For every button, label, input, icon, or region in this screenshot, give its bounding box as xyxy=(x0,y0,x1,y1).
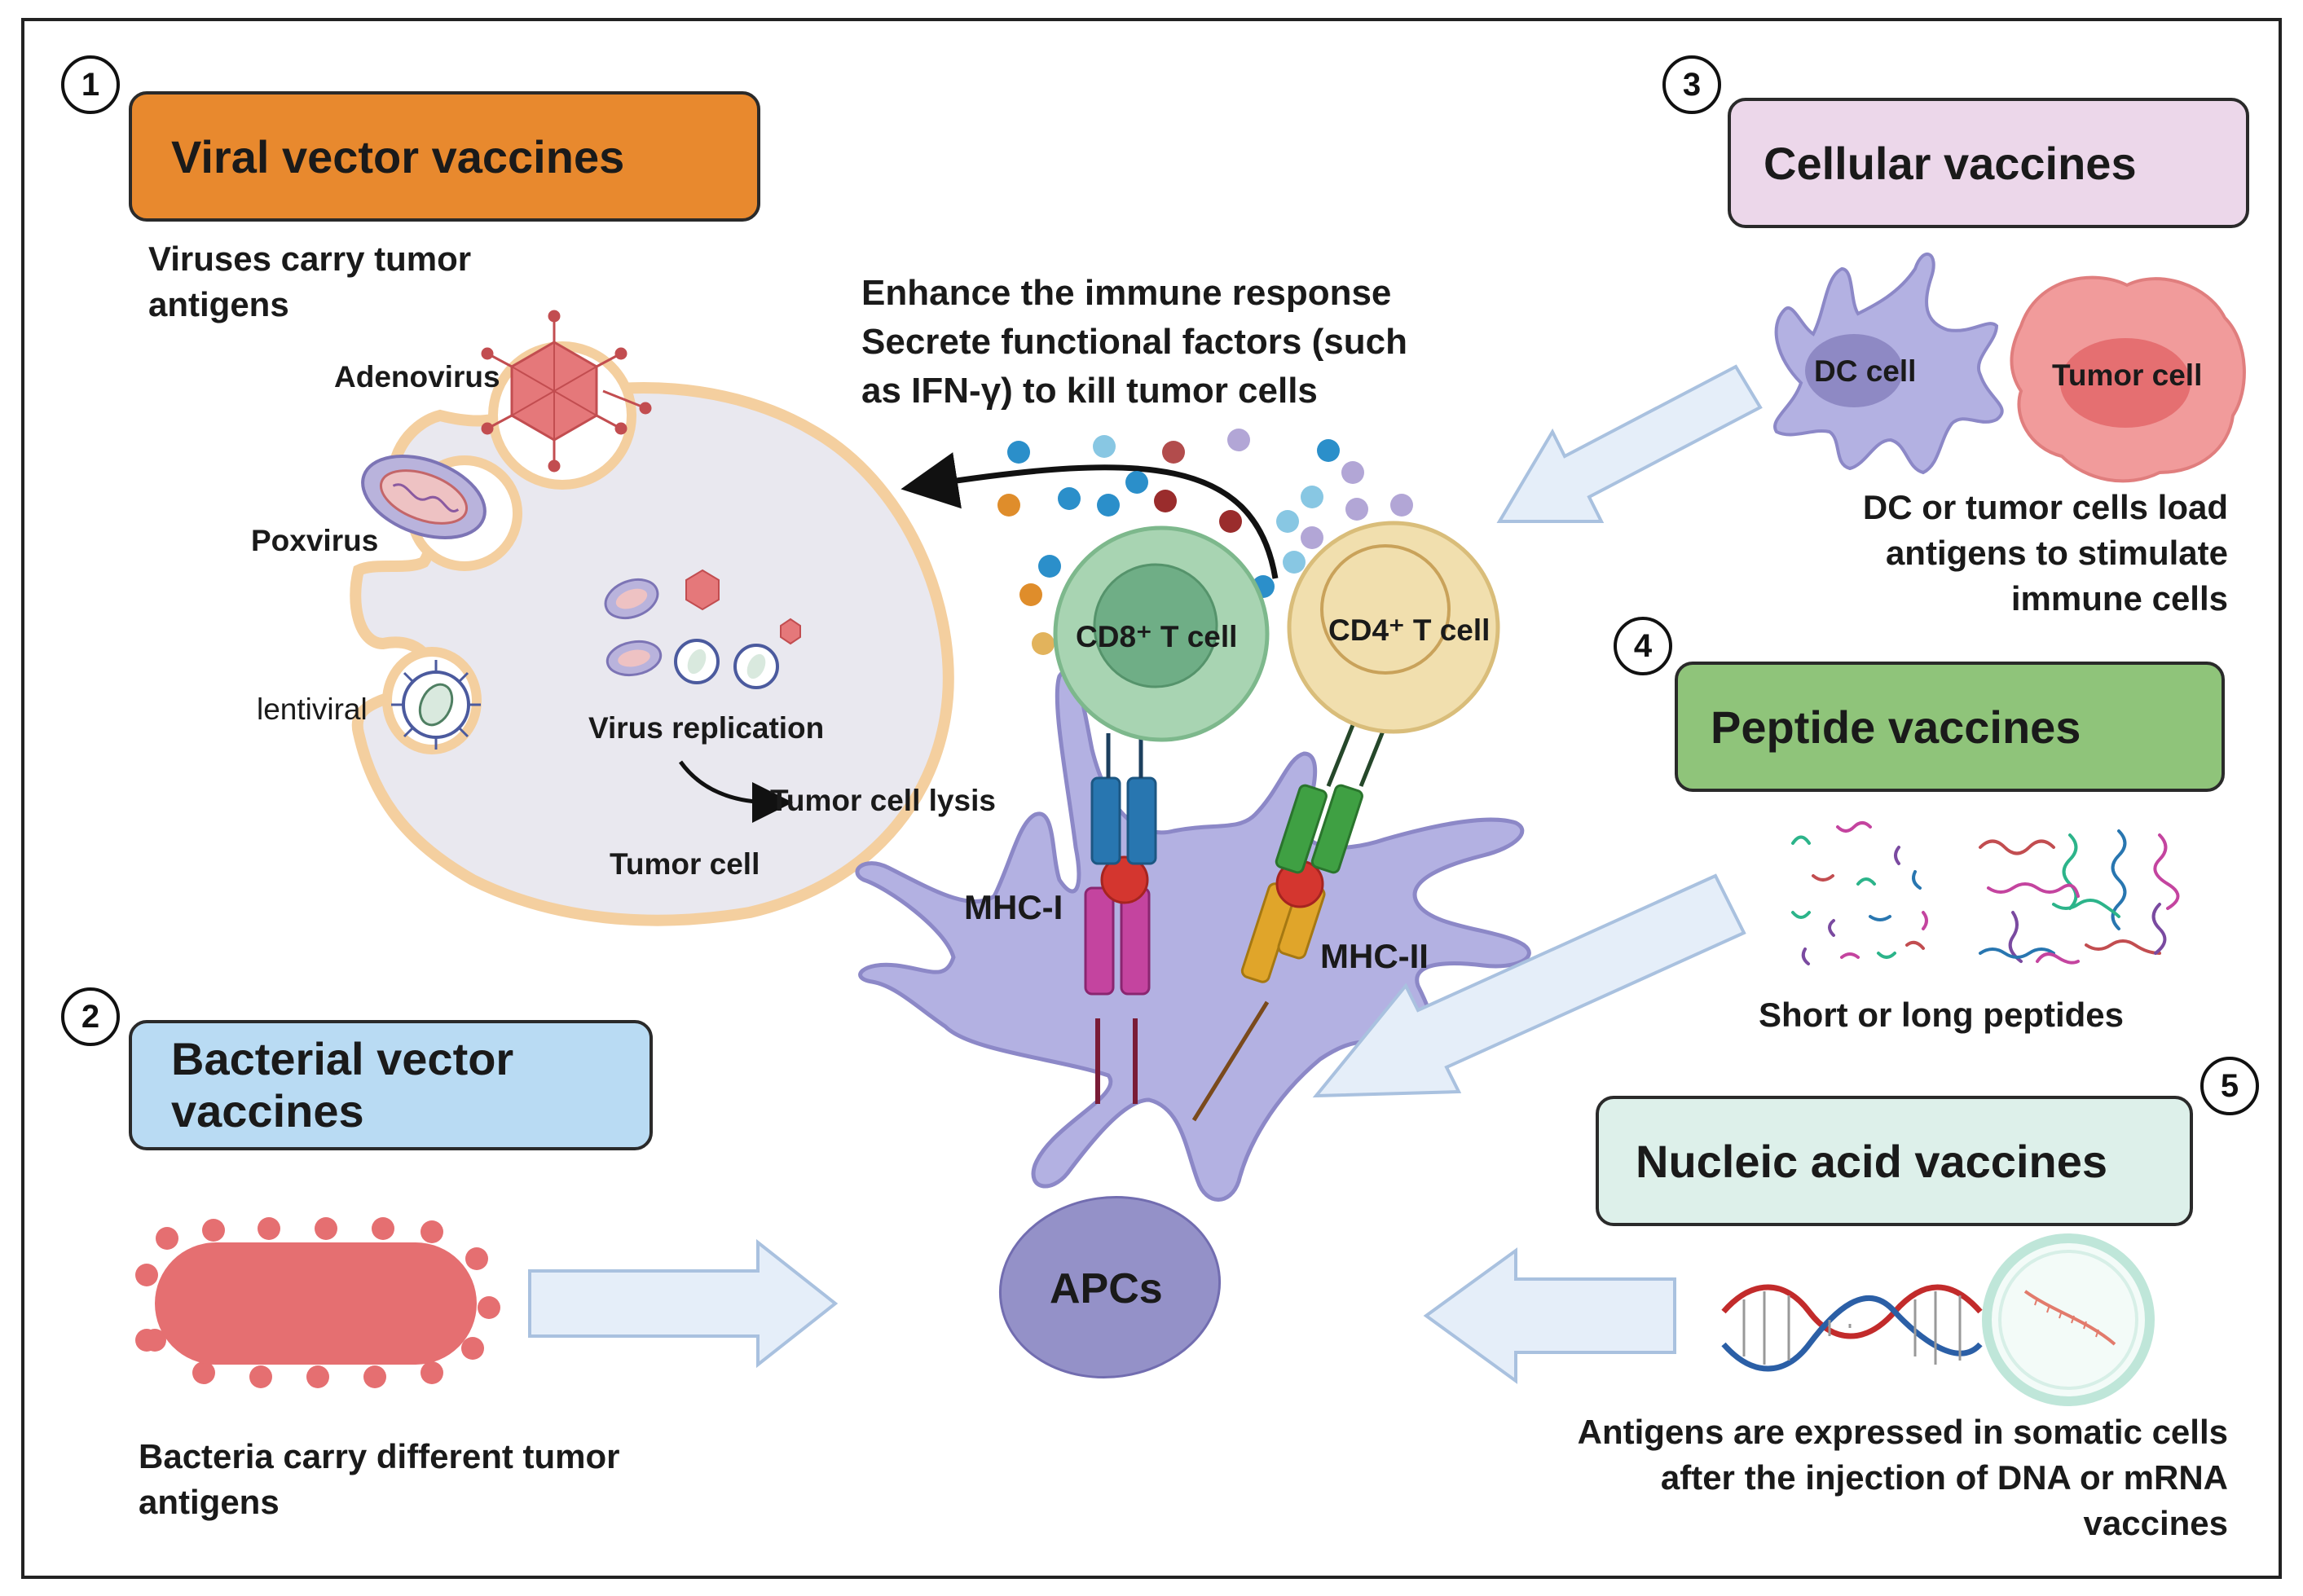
tumor-cell-vaccine-label: Tumor cell xyxy=(2052,358,2203,392)
section-number-4: 4 xyxy=(1614,617,1672,675)
arrow-cellular-to-tcell xyxy=(1496,364,1763,523)
immune-line-1: Enhance the immune response xyxy=(861,273,1392,313)
nucleic-acid-title: Nucleic acid vaccines xyxy=(1596,1096,2193,1226)
cellular-desc-line-2: antigens to stimulate xyxy=(1885,534,2228,572)
tumor-cell-graphic xyxy=(350,341,954,926)
lentiviral-icon xyxy=(391,660,481,750)
peptide-description: Short or long peptides xyxy=(1759,996,2124,1034)
cellular-desc-line-3: immune cells xyxy=(2010,579,2228,618)
viral-vector-title: Viral vector vaccines xyxy=(129,91,760,222)
poxvirus-label: Poxvirus xyxy=(251,524,379,557)
virus-replication-cluster xyxy=(604,569,801,689)
cellular-vaccines-title: Cellular vaccines xyxy=(1728,98,2249,228)
tumor-cell-lysis-label: Tumor cell lysis xyxy=(770,784,996,817)
section-number-2: 2 xyxy=(61,987,120,1046)
peptide-vaccines-title: Peptide vaccines xyxy=(1675,662,2225,792)
dc-cell-label: DC cell xyxy=(1814,354,1917,388)
bacterial-description: Bacteria carry different tumor antigens xyxy=(139,1434,620,1525)
adenovirus-icon xyxy=(481,310,652,473)
viral-desc-line-2: antigens xyxy=(148,285,289,323)
section-number-1: 1 xyxy=(61,55,120,114)
viral-desc-line-1: Viruses carry tumor xyxy=(148,240,472,278)
virus-replication-label: Virus replication xyxy=(588,711,825,745)
long-peptides-graphic xyxy=(1979,829,2180,965)
dc-cell-graphic xyxy=(1773,252,2004,475)
outer-frame xyxy=(21,18,2282,1579)
transfer-arrows xyxy=(528,364,1763,1384)
immune-response-arrow xyxy=(901,452,1279,579)
bacterial-title-line-2: vaccines xyxy=(171,1085,364,1137)
lentiviral-label: lentiviral xyxy=(257,692,368,726)
bacterial-desc-line-2: antigens xyxy=(139,1483,280,1521)
cd4-t-cell xyxy=(1287,521,1500,734)
cellular-desc-line-1: DC or tumor cells load xyxy=(1862,488,2228,526)
mhc-ii-receptor xyxy=(1191,860,1326,1122)
lysis-arrow xyxy=(678,760,793,823)
nucleic-desc-line-1: Antigens are expressed in somatic cells xyxy=(1577,1413,2228,1451)
section-number-3: 3 xyxy=(1662,55,1721,114)
tumor-cell-label: Tumor cell xyxy=(610,847,760,881)
nucleic-description: Antigens are expressed in somatic cells … xyxy=(1578,1409,2228,1546)
section-number-5: 5 xyxy=(2200,1057,2259,1115)
poxvirus-icon xyxy=(361,455,487,539)
bacterial-title-line-1: Bacterial vector xyxy=(171,1033,514,1084)
arrow-bacteria-to-apc xyxy=(528,1238,839,1369)
short-peptides-graphic xyxy=(1791,821,1928,965)
arrow-peptide-to-apc xyxy=(1312,873,1746,1098)
viral-description: Viruses carry tumor antigens xyxy=(148,236,471,328)
mrna-lnp-graphic xyxy=(1982,1233,2155,1406)
cd4-tcr xyxy=(1275,724,1388,874)
arrow-nucleic-to-apc xyxy=(1423,1247,1676,1384)
mhc-i-receptor xyxy=(1084,855,1151,1104)
adenovirus-label: Adenovirus xyxy=(334,360,500,394)
cd8-t-cell-label: CD8⁺ T cell xyxy=(1076,620,1238,653)
immune-response-text: Enhance the immune response Secrete func… xyxy=(861,269,1407,415)
cd8-t-cell xyxy=(1053,525,1270,742)
cd4-t-cell-label: CD4⁺ T cell xyxy=(1328,613,1491,647)
tumor-cell-vaccine-graphic xyxy=(2010,275,2246,483)
immune-line-3: as IFN-γ) to kill tumor cells xyxy=(861,371,1318,411)
apc-label: APCs xyxy=(1050,1265,1163,1312)
bacterial-vector-title: Bacterial vector vaccines xyxy=(129,1020,653,1150)
cd8-tcr xyxy=(1090,733,1157,865)
dna-helix-graphic xyxy=(1721,1284,1983,1372)
cellular-description: DC or tumor cells load antigens to stimu… xyxy=(1863,485,2228,622)
bacteria-graphic xyxy=(135,1217,500,1388)
mhc-ii-label: MHC-II xyxy=(1320,937,1429,975)
nucleic-desc-line-2: after the injection of DNA or mRNA xyxy=(1660,1458,2228,1497)
cytokine-dots xyxy=(997,429,1413,655)
mhc-i-label: MHC-I xyxy=(964,888,1063,926)
nucleic-desc-line-3: vaccines xyxy=(2083,1504,2228,1542)
immune-line-2: Secrete functional factors (such xyxy=(861,322,1407,362)
bacterial-desc-line-1: Bacteria carry different tumor xyxy=(139,1437,620,1475)
